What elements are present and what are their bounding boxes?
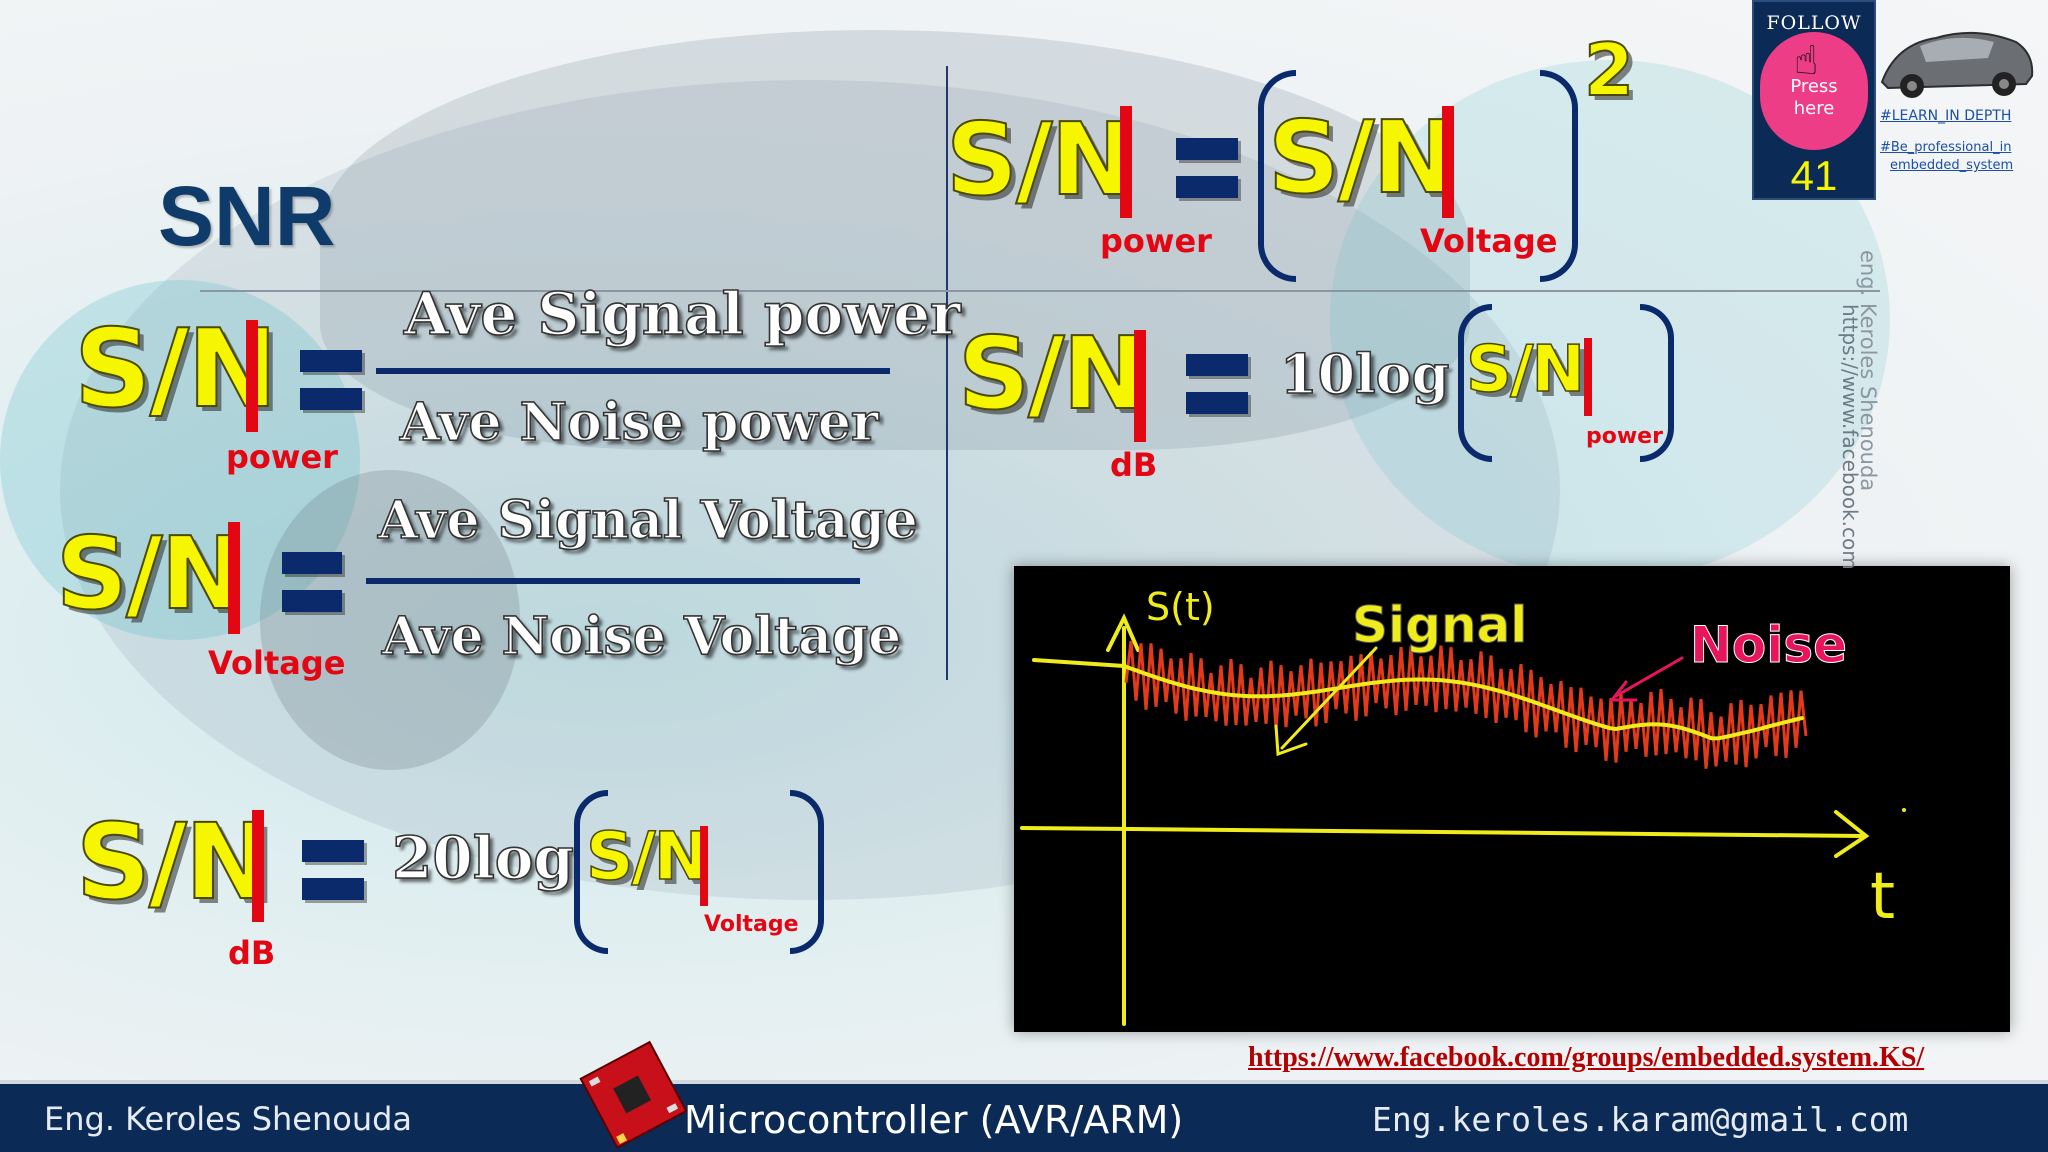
- subscript-power: power: [1100, 222, 1212, 260]
- watermark-url: https://www.facebook.com: [1838, 304, 1862, 570]
- teal-blob-left: [0, 280, 360, 640]
- hand-pointer-icon: ☝: [1794, 38, 1819, 84]
- microcontroller-board-image: [578, 1038, 688, 1150]
- hashtag-learn[interactable]: #LEARN_IN DEPTH: [1880, 108, 2012, 124]
- vertical-divider: [946, 66, 948, 680]
- equals-sign: [300, 350, 362, 412]
- subscript-db: dB: [1110, 446, 1158, 484]
- evaluation-bar: [228, 522, 240, 634]
- fraction-line: [376, 368, 890, 374]
- evaluation-bar: [246, 320, 258, 432]
- sn-symbol: S/N: [1465, 333, 1586, 407]
- fraction-denominator: Ave Noise power: [399, 391, 879, 454]
- evaluation-bar: [1120, 106, 1132, 218]
- sn-symbol: S/N: [945, 101, 1135, 218]
- noise-arrow: [1608, 656, 1684, 702]
- car-wheel-silhouette: [260, 470, 520, 770]
- subscript-voltage: Voltage: [704, 912, 799, 937]
- signal-arrow: [1274, 646, 1378, 757]
- noise-waveform: [1124, 640, 1808, 769]
- evaluation-bar: [700, 826, 708, 906]
- signal-noise-illustration: S(t) t Signal Noise: [1014, 566, 2010, 1032]
- sn-symbol: S/N: [957, 315, 1147, 432]
- x-axis-label: t: [1870, 860, 1895, 934]
- fraction-denominator: Ave Noise Voltage: [381, 605, 902, 668]
- signal-label: Signal: [1352, 596, 1527, 654]
- right-parenthesis: [1640, 304, 1674, 462]
- log-label: 20log: [391, 823, 575, 893]
- sn-symbol: S/N: [585, 818, 709, 895]
- footer-bar: Eng. Keroles Shenouda Microcontroller (A…: [0, 1040, 2048, 1152]
- subscript-voltage: Voltage: [1420, 222, 1558, 260]
- subscript-db: dB: [228, 934, 276, 972]
- noise-label: Noise: [1690, 616, 1847, 674]
- x-axis: [1020, 810, 1870, 858]
- equals-sign: [1186, 354, 1248, 416]
- equals-sign: [302, 840, 364, 902]
- evaluation-bar: [252, 810, 264, 922]
- footer-author: Eng. Keroles Shenouda: [44, 1100, 413, 1138]
- log-label: 10log: [1279, 341, 1450, 407]
- hashtag-embedded-system[interactable]: embedded_system: [1890, 158, 2014, 173]
- evaluation-bar: [1134, 330, 1146, 442]
- follow-us-box[interactable]: FOLLOW US ☝ Press here 41: [1752, 0, 1876, 200]
- hashtag-be-professional[interactable]: #Be_professional_in: [1880, 140, 2012, 155]
- fraction-line: [366, 578, 860, 584]
- y-axis: [1106, 613, 1140, 1026]
- right-parenthesis: [1540, 70, 1578, 282]
- page-title: SNR: [158, 169, 336, 263]
- horizontal-divider: [200, 290, 1880, 292]
- evaluation-bar: [1584, 338, 1592, 416]
- group-link[interactable]: https://www.facebook.com/groups/embedded…: [1248, 1042, 1925, 1073]
- press-here-button[interactable]: ☝ Press here: [1760, 32, 1868, 150]
- sn-symbol: S/N: [1267, 99, 1457, 216]
- subscript-voltage: Voltage: [208, 644, 346, 682]
- equals-sign: [1176, 138, 1238, 200]
- exponent: 2: [1583, 28, 1635, 112]
- slide-number: 41: [1790, 152, 1838, 199]
- footer-email[interactable]: Eng.keroles.karam@gmail.com: [1372, 1100, 1909, 1139]
- here-label: here: [1793, 98, 1835, 119]
- sn-symbol: S/N: [73, 307, 279, 432]
- fraction-numerator: Ave Signal Voltage: [377, 489, 918, 552]
- equals-sign: [282, 552, 342, 614]
- signal-noise-drawing: S(t) t Signal Noise: [1020, 585, 1906, 1026]
- right-parenthesis: [790, 790, 824, 954]
- subscript-power: power: [226, 438, 338, 476]
- car-thumbnail-graphic: [1880, 31, 2034, 98]
- stray-dot: [1902, 808, 1906, 812]
- signal-waveform: [1032, 658, 1804, 741]
- sn-symbol: S/N: [55, 515, 245, 632]
- evaluation-bar: [1442, 106, 1454, 218]
- sn-symbol: S/N: [75, 801, 273, 923]
- board-graphic: [579, 1040, 688, 1149]
- footer-course: Microcontroller (AVR/ARM): [684, 1098, 1184, 1142]
- y-axis-label: S(t): [1146, 585, 1215, 629]
- car-thumbnail-image: [1876, 12, 2038, 104]
- fraction-numerator: Ave Signal power: [403, 279, 961, 349]
- press-label: Press: [1790, 76, 1838, 97]
